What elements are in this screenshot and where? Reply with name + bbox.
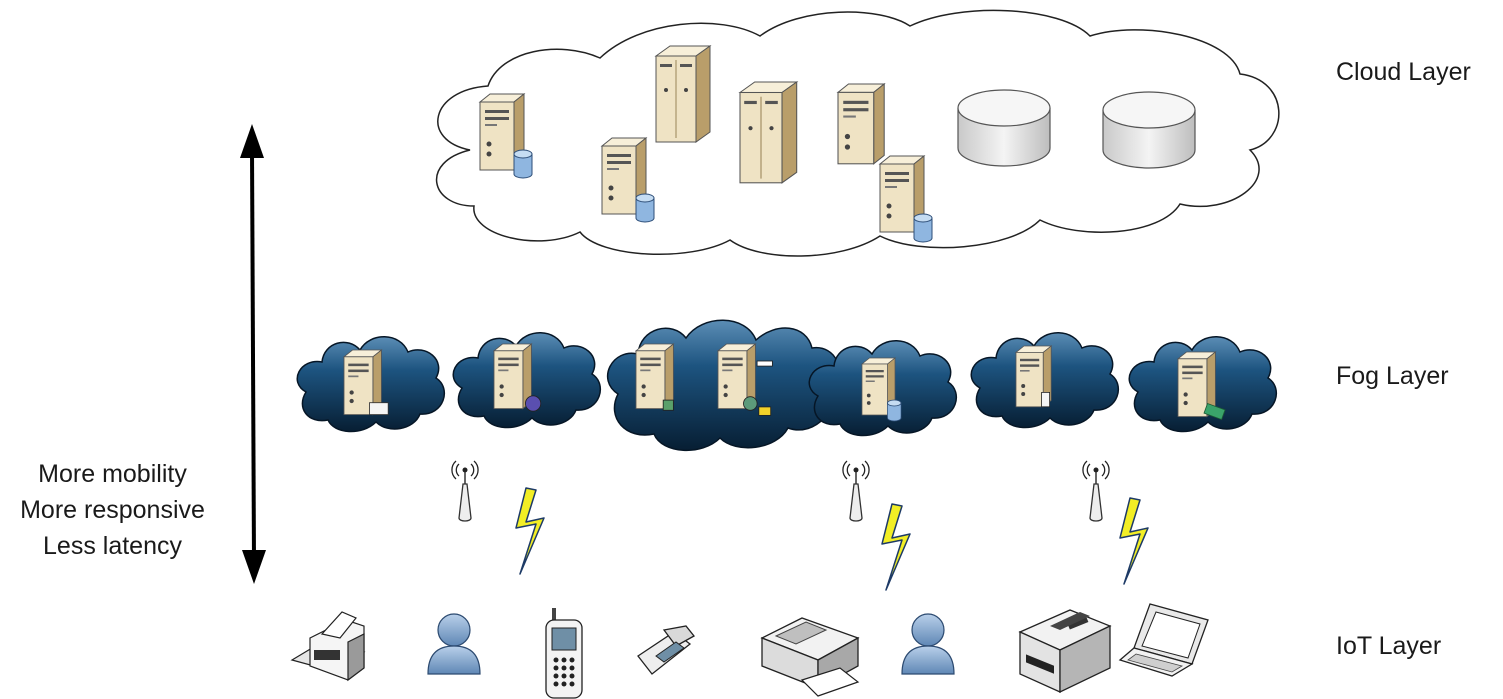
printer-icon — [290, 611, 366, 682]
fog-node — [452, 331, 602, 429]
fog-server-phone-icon — [1015, 345, 1052, 408]
laptop-icon — [1118, 603, 1209, 677]
tower-server-icon — [655, 45, 711, 143]
scanner-icon — [760, 617, 860, 697]
fog-layer — [296, 319, 1278, 451]
cloud-layer — [436, 9, 1280, 257]
server-db-icon — [479, 93, 533, 179]
fog-server-globe-icon — [493, 343, 542, 412]
fog-node — [1128, 335, 1278, 433]
lightning-icon — [1119, 497, 1149, 585]
fax-machine-icon — [1018, 609, 1112, 694]
fog-server-db-icon — [861, 357, 902, 422]
iot-layer — [290, 603, 1209, 699]
user-icon — [901, 613, 955, 675]
antenna-icon — [1082, 460, 1110, 522]
benefits-text: More mobility More responsive Less laten… — [0, 456, 225, 564]
fog-node — [970, 331, 1120, 429]
lightning-icon — [515, 487, 545, 575]
fog-server-printer-icon — [343, 349, 389, 416]
server-db-icon — [879, 155, 933, 243]
server-db-icon — [601, 137, 655, 223]
tower-server-icon — [739, 81, 798, 184]
connectivity — [451, 460, 1149, 591]
fog-node — [606, 319, 840, 451]
fog-server-money-icon — [1177, 351, 1226, 421]
double-arrow-icon — [240, 124, 266, 584]
lightning-icon — [881, 503, 911, 591]
iot-layer-label: IoT Layer — [1336, 632, 1442, 660]
fog-layer-label: Fog Layer — [1336, 362, 1449, 390]
benefit-line: More mobility — [38, 460, 187, 488]
benefit-line: More responsive — [20, 496, 205, 524]
storage-disk-icon — [1102, 91, 1196, 169]
user-icon — [427, 613, 481, 675]
storage-disk-icon — [957, 89, 1051, 167]
antenna-icon — [451, 460, 479, 522]
fog-server-double-icon — [635, 343, 674, 411]
benefit-line: Less latency — [43, 532, 182, 560]
flip-phone-icon — [637, 625, 695, 675]
cloud-layer-label: Cloud Layer — [1336, 58, 1471, 86]
cellphone-icon — [545, 608, 583, 699]
fog-node — [296, 335, 446, 433]
server-icon — [837, 83, 885, 165]
antenna-icon — [842, 460, 870, 522]
fog-server-globe-icon — [717, 343, 773, 416]
